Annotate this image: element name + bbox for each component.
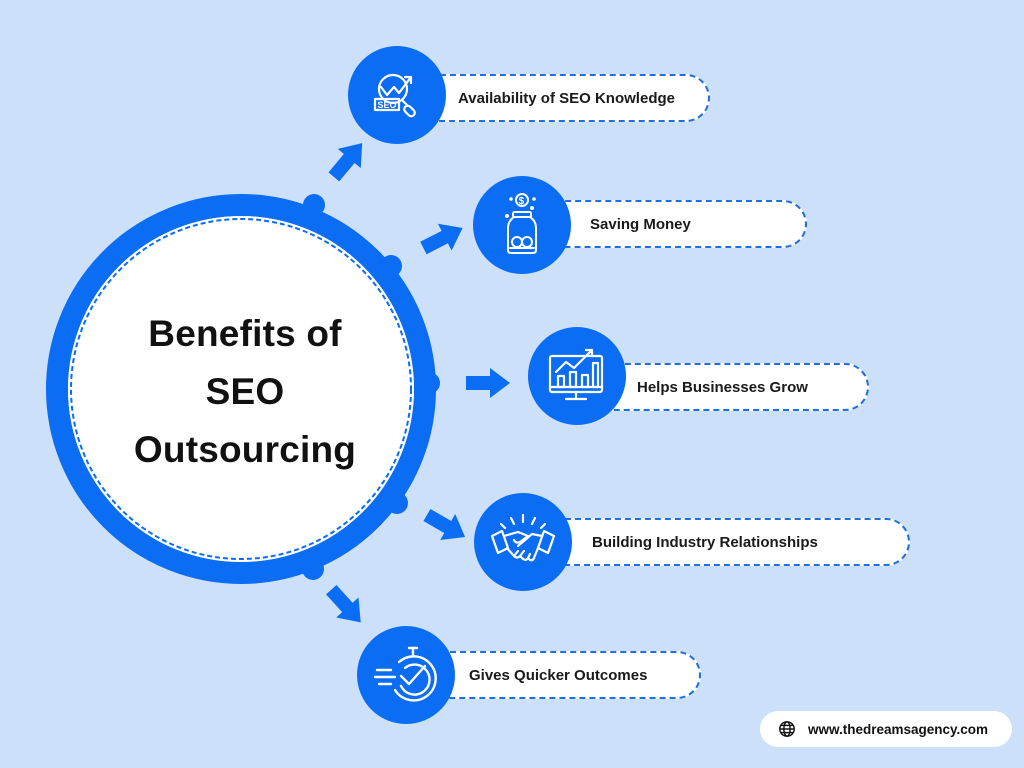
growth-chart-monitor-icon: [548, 348, 604, 401]
ring-knob: [380, 255, 402, 277]
benefit-pill: Gives Quicker Outcomes: [440, 651, 701, 699]
svg-text:SEO: SEO: [378, 100, 397, 110]
ring-knob: [386, 492, 408, 514]
benefit-pill: Helps Businesses Grow: [595, 363, 869, 411]
benefit-icon-circle: [528, 327, 626, 425]
handshake-icon: [490, 514, 556, 562]
svg-text:$: $: [519, 196, 525, 207]
money-jar-icon: $: [505, 193, 537, 254]
arrow-icon: [466, 368, 510, 398]
website-badge[interactable]: www.thedreamsagency.com: [760, 711, 1012, 747]
ring-knob: [418, 372, 440, 394]
main-title: Benefits of SEO Outsourcing: [100, 305, 390, 479]
website-url[interactable]: www.thedreamsagency.com: [808, 721, 989, 737]
benefit-label: Building Industry Relationships: [592, 533, 818, 551]
arrow-icon: [420, 223, 463, 255]
main-title-line: Benefits of: [148, 313, 342, 354]
center-disc-dashed-border: [70, 218, 412, 560]
stopwatch-check-icon: [373, 646, 437, 702]
main-title-line: Outsourcing: [133, 429, 357, 470]
center-disc: [68, 216, 414, 562]
benefit-label: Gives Quicker Outcomes: [469, 666, 648, 684]
benefit-icon-circle: SEO: [348, 46, 446, 144]
arrow-icon: [423, 508, 466, 540]
benefit-icon-circle: [474, 493, 572, 591]
benefit-pill: Availability of SEO Knowledge: [420, 74, 710, 122]
globe-icon: [779, 721, 795, 737]
benefit-pill: Saving Money: [545, 200, 807, 248]
benefit-icon-circle: [357, 626, 455, 724]
benefit-icon-circle: $: [473, 176, 571, 274]
ring-knob: [303, 194, 325, 216]
arrow-icon: [328, 143, 363, 182]
benefit-pill: Building Industry Relationships: [555, 518, 910, 566]
benefit-label: Saving Money: [590, 215, 691, 233]
benefit-label: Availability of SEO Knowledge: [458, 89, 675, 107]
benefit-label: Helps Businesses Grow: [637, 378, 808, 396]
main-title-line: SEO: [205, 371, 285, 412]
seo-search-growth-icon: SEO: [373, 73, 416, 118]
arrow-icon: [326, 584, 361, 623]
ring-knob: [302, 558, 324, 580]
